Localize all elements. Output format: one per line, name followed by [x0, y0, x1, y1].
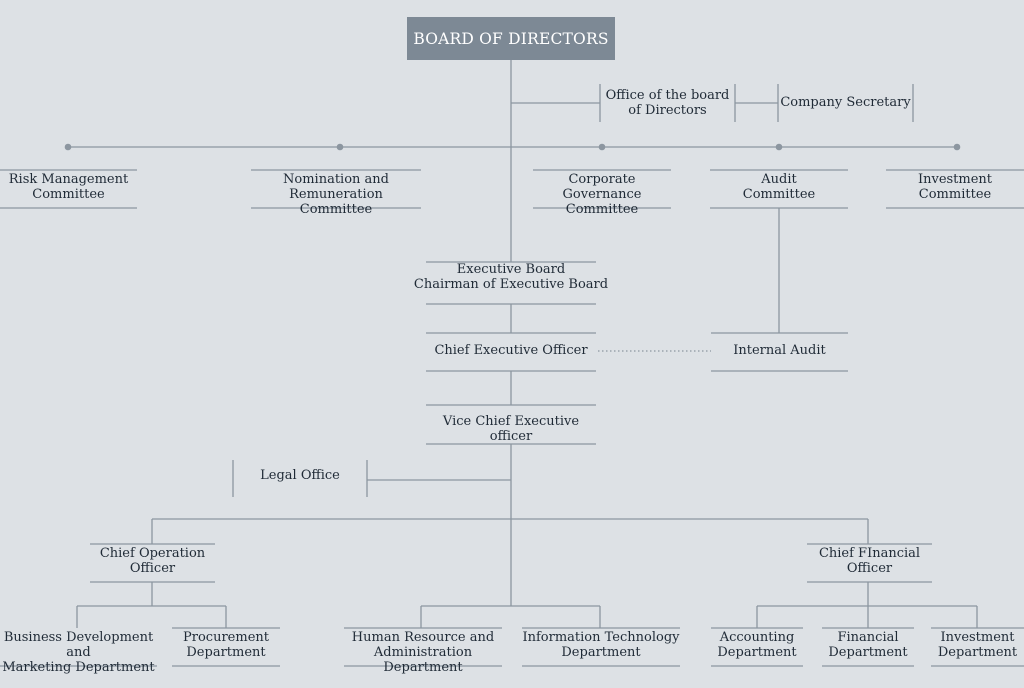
node-dot	[953, 143, 961, 151]
company-secretary-label[interactable]: Company Secretary	[780, 95, 911, 110]
financial-department[interactable]: Financial Department	[828, 630, 908, 660]
node-dot	[64, 143, 72, 151]
investment-department[interactable]: Investment Department	[937, 630, 1018, 660]
executive-board-label[interactable]: Executive Board Chairman of Executive Bo…	[413, 262, 609, 292]
node-dot	[598, 143, 606, 151]
board-of-directors-box[interactable]: BOARD OF DIRECTORS	[407, 17, 615, 60]
business-development-department[interactable]: Business Development and Marketing Depar…	[2, 630, 155, 675]
internal-audit-label[interactable]: Internal Audit	[733, 343, 826, 358]
coo-label[interactable]: Chief Operation Officer	[99, 546, 206, 576]
information-technology-department[interactable]: Information Technology Department	[522, 630, 680, 660]
accounting-department[interactable]: Accounting Department	[717, 630, 797, 660]
nomination-remuneration-committee[interactable]: Nomination and Remuneration Committee	[283, 172, 389, 217]
ceo-label[interactable]: Chief Executive Officer	[434, 343, 588, 358]
cfo-label[interactable]: Chief FInancial Officer	[818, 546, 921, 576]
vice-ceo-label[interactable]: Vice Chief Executive officer	[442, 414, 580, 444]
hr-administration-department[interactable]: Human Resource and Administration Depart…	[351, 630, 495, 675]
risk-management-committee[interactable]: Risk Management Committee	[8, 172, 129, 202]
investment-committee[interactable]: Investment Committee	[917, 172, 993, 202]
audit-committee[interactable]: Audit Committee	[742, 172, 816, 202]
legal-office-label[interactable]: Legal Office	[260, 468, 340, 483]
corporate-governance-committee[interactable]: Corporate Governance Committee	[562, 172, 642, 217]
board-of-directors-title: BOARD OF DIRECTORS	[413, 29, 609, 48]
procurement-department[interactable]: Procurement Department	[183, 630, 269, 660]
node-dot	[336, 143, 344, 151]
office-of-board-label[interactable]: Office of the board of Directors	[605, 88, 730, 118]
node-dot	[775, 143, 783, 151]
